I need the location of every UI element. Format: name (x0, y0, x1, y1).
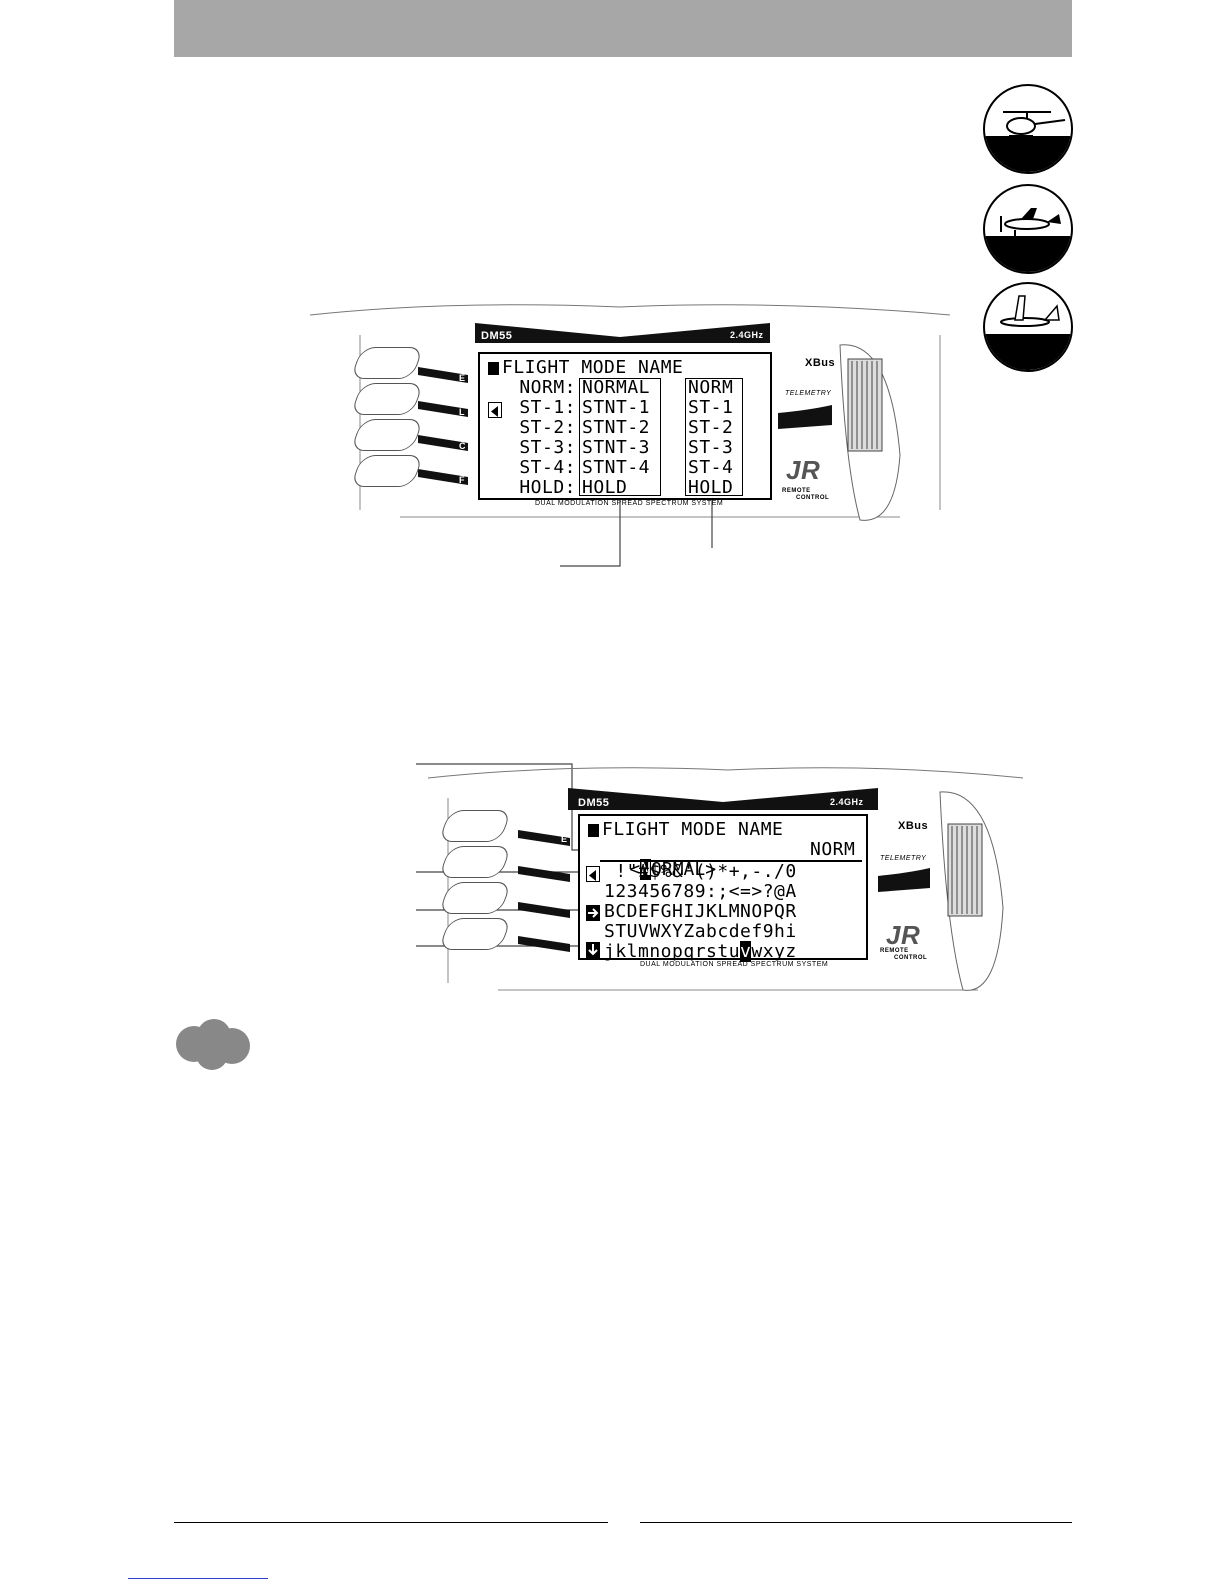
telemetry-logo: TELEMETRY (880, 855, 927, 862)
lcd2-title: FLIGHT MODE NAME (602, 819, 784, 840)
lcd1-title: FLIGHT MODE NAME (502, 357, 684, 378)
char-row-lead: jklmnopqrstu (604, 941, 741, 962)
system-footer: DUAL MODULATION SPREAD SPECTRUM SYSTEM (535, 500, 724, 507)
brand-sub-remote: REMOTE (782, 488, 811, 494)
model-logo: DM55 (578, 797, 610, 809)
char-row[interactable]: jklmnopqrstuvwxyz (604, 941, 797, 962)
key-label-c: C (459, 441, 466, 451)
down-arrow-icon[interactable] (586, 942, 600, 958)
page-header-bar (174, 0, 1072, 57)
long-name-field[interactable]: HOLD (582, 477, 628, 498)
row-label: ST-2: (519, 417, 576, 438)
char-row-tail: wxyz (751, 941, 797, 962)
edit-rest: ORMAL> (651, 859, 717, 880)
row-label: ST-4: (519, 457, 576, 478)
key-label-f: F (459, 475, 465, 485)
title-marker (488, 362, 499, 375)
row-label: NORM: (519, 377, 576, 398)
short-name-column (685, 378, 743, 496)
model-logo: DM55 (481, 330, 513, 342)
cloud-note-icon (176, 1019, 250, 1070)
long-name-field[interactable]: STNT-1 (582, 397, 651, 418)
footer-link-underline[interactable] (128, 1578, 268, 1579)
band-label: 2.4GHz (730, 330, 764, 340)
key-label-l: L (459, 407, 465, 417)
row-label: ST-3: (519, 437, 576, 458)
row-label: HOLD: (519, 477, 576, 498)
short-name-field[interactable]: ST-4 (688, 457, 734, 478)
short-name-field[interactable]: ST-3 (688, 437, 734, 458)
back-arrow-icon[interactable] (586, 866, 600, 882)
edit-short-name[interactable]: NORM (810, 839, 856, 860)
telemetry-logo: TELEMETRY (785, 390, 832, 397)
name-edit-field[interactable]: <NORMAL> (586, 840, 716, 900)
char-row[interactable]: 123456789:;<=>?@A (604, 881, 797, 902)
xbus-logo: XBus (898, 820, 929, 832)
band-label: 2.4GHz (830, 797, 864, 807)
back-arrow-icon[interactable] (488, 402, 502, 418)
transmitter-panel-2: DM55 2.4GHz E XBus TELEMETRY JR REMOTE C… (418, 758, 1028, 998)
lcd-screen-2: FLIGHT MODE NAME <NORMAL> NORM !"#$%&'()… (578, 814, 868, 962)
short-name-field[interactable]: ST-2 (688, 417, 734, 438)
key-label-e: E (459, 373, 466, 383)
char-row[interactable]: STUVWXYZabcdef9hi (604, 921, 797, 942)
long-name-field[interactable]: STNT-2 (582, 417, 651, 438)
edit-cursor[interactable]: N (640, 859, 652, 880)
long-name-column (579, 378, 661, 496)
key-label-e: E (561, 834, 568, 844)
title-marker (588, 824, 599, 837)
short-name-field[interactable]: HOLD (688, 477, 734, 498)
jr-logo: JR (886, 920, 921, 950)
brand-sub-control: CONTROL (894, 955, 928, 961)
right-arrow-icon[interactable] (586, 905, 600, 921)
jr-logo: JR (786, 455, 821, 485)
transmitter-panel-1: DM55 2.4GHz E L C F XBus TELEMETRY JR RE… (300, 295, 960, 525)
system-footer: DUAL MODULATION SPREAD SPECTRUM SYSTEM (640, 961, 829, 968)
helicopter-icon (983, 84, 1073, 174)
short-name-field[interactable]: ST-1 (688, 397, 734, 418)
long-name-field[interactable]: STNT-3 (582, 437, 651, 458)
row-label: ST-1: (519, 397, 576, 418)
brand-sub-control: CONTROL (796, 495, 830, 501)
footer-rule-left (174, 1522, 608, 1523)
long-name-field[interactable]: STNT-4 (582, 457, 651, 478)
short-name-field[interactable]: NORM (688, 377, 734, 398)
edit-underline (600, 860, 862, 862)
glider-icon (983, 282, 1073, 372)
edit-open: < (629, 859, 641, 880)
brand-sub-remote: REMOTE (880, 948, 909, 954)
selected-char[interactable]: v (740, 941, 752, 962)
char-row[interactable]: !"#$%&'()*+,-./0 (604, 861, 797, 882)
lcd-screen-1: FLIGHT MODE NAME NORM: ST-1: ST-2: ST-3:… (478, 352, 772, 500)
footer-rule-right (640, 1522, 1072, 1523)
long-name-field[interactable]: NORMAL (582, 377, 651, 398)
char-row[interactable]: BCDEFGHIJKLMNOPQR (604, 901, 797, 922)
xbus-logo: XBus (805, 357, 836, 369)
airplane-icon (983, 184, 1073, 274)
